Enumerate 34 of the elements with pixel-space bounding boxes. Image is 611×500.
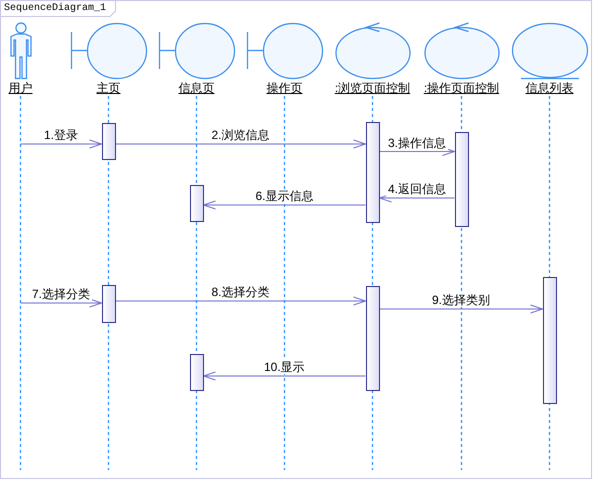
message-label: 3.操作信息 — [386, 136, 448, 150]
message-label: 8.选择分类 — [210, 285, 272, 299]
activation-bar — [454, 132, 468, 227]
participant-label: 信息页 — [178, 81, 214, 95]
participant-label: :浏览页面控制 — [334, 81, 410, 95]
message-arrow — [115, 296, 366, 306]
message-label: 9.选择类别 — [430, 293, 492, 307]
message-label: 2.浏览信息 — [210, 128, 272, 142]
message-arrow — [115, 140, 366, 148]
message-label: 6.显示信息 — [254, 189, 316, 203]
message-arrow — [20, 298, 102, 308]
diagram-title: SequenceDiagram_1 — [0, 0, 116, 17]
message-arrow — [203, 200, 366, 210]
message-arrow — [379, 147, 455, 156]
activation-bar — [190, 354, 204, 391]
participant-label: 信息列表 — [526, 81, 574, 95]
participant-label: 用户 — [8, 81, 32, 95]
activation-bar — [102, 123, 116, 160]
message-label: 10.显示 — [262, 360, 307, 374]
activation-bar — [366, 122, 380, 223]
activation-bar — [190, 185, 204, 222]
message-label: 1.登录 — [42, 128, 80, 142]
message-arrow — [379, 194, 455, 202]
message-arrow — [20, 140, 102, 148]
participant-label: 主页 — [96, 81, 120, 95]
message-label: 7.选择分类 — [30, 287, 92, 301]
message-label: 4.返回信息 — [386, 182, 448, 196]
activation-bar — [542, 277, 556, 404]
participant-label: 操作页 — [266, 81, 302, 95]
activation-bar — [366, 286, 380, 391]
participant-label: :操作页面控制 — [424, 81, 500, 95]
activation-bar — [102, 285, 116, 323]
message-arrow — [379, 304, 543, 314]
message-arrow — [203, 372, 366, 380]
